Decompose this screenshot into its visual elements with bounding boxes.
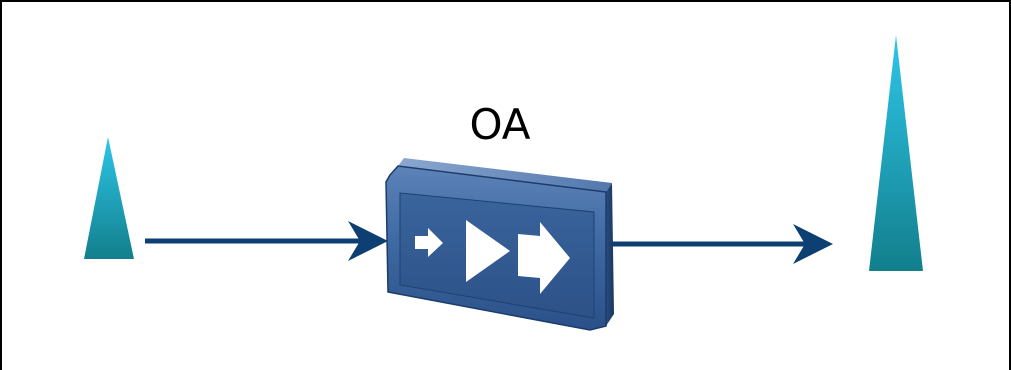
input-arrow xyxy=(145,221,388,261)
signal-peak-icon xyxy=(84,137,134,259)
amplifier-label: OA xyxy=(469,100,531,149)
amplified-signal-peak-icon xyxy=(869,35,923,271)
output-arrow xyxy=(612,224,833,264)
output-signal-peak xyxy=(869,35,923,271)
optical-amplifier-icon xyxy=(385,158,614,331)
input-signal-peak xyxy=(84,137,134,259)
